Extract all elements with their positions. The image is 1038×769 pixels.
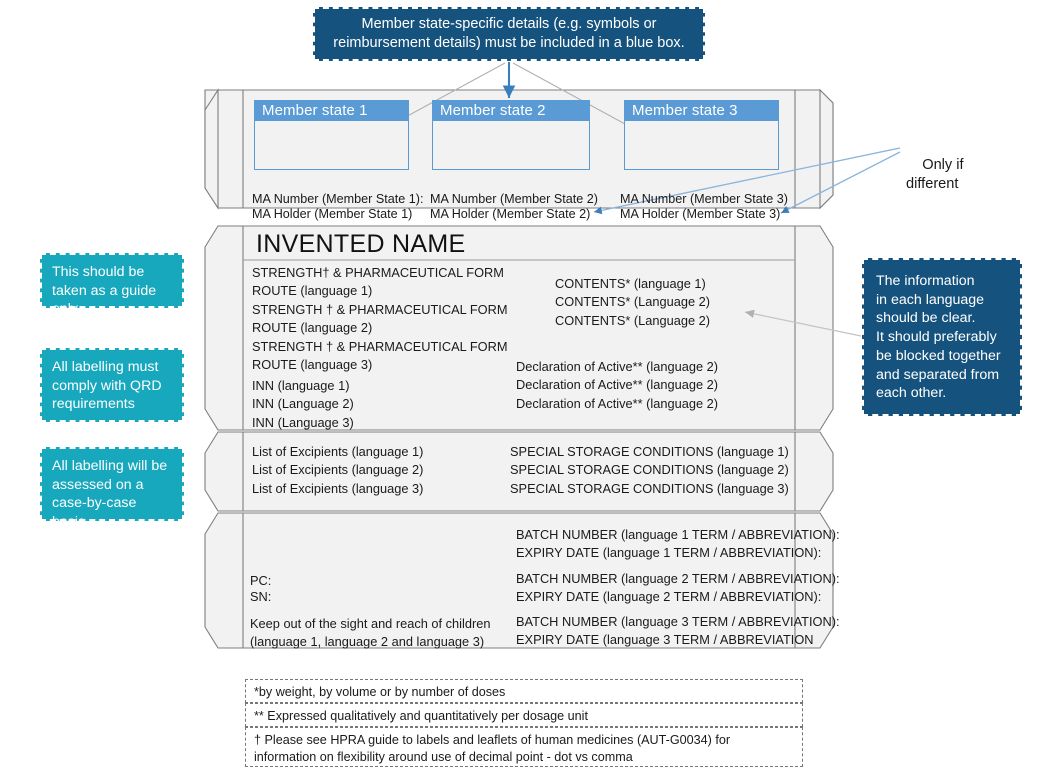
batch-expiry-block-2: BATCH NUMBER (language 2 TERM / ABBREVIA… [516, 571, 840, 605]
callout-case-by-case: All labelling will be assessed on a case… [40, 447, 184, 530]
keep-out-of-reach-block: Keep out of the sight and reach of child… [250, 616, 491, 650]
member-state-box-3: Member state 3 [624, 100, 779, 170]
inn-block: INN (language 1) INN (Language 2) INN (L… [252, 378, 354, 430]
footnote-by-weight: *by weight, by volume or by number of do… [245, 679, 803, 703]
callout-information-clarity-text: The information in each language should … [876, 273, 1001, 402]
callout-case-by-case-text: All labelling will be assessed on a case… [52, 458, 168, 531]
callout-qrd-requirements: All labelling must comply with QRD requi… [40, 348, 184, 422]
special-storage-conditions-block: SPECIAL STORAGE CONDITIONS (language 1) … [510, 444, 789, 496]
ma-number-3: MA Number (Member State 3) [620, 192, 788, 206]
strength-form-route-block: STRENGTH† & PHARMACEUTICAL FORM ROUTE (l… [252, 265, 508, 373]
declaration-of-active-block: Declaration of Active** (language 2) Dec… [516, 359, 719, 411]
ma-number-2: MA Number (Member State 2) [430, 192, 598, 206]
label-only-if-different-text: Only if different [906, 156, 964, 192]
invented-name: INVENTED NAME [256, 230, 466, 258]
footnote-hpra-guide: † Please see HPRA guide to labels and le… [245, 727, 803, 767]
callout-guide-only: This should be taken as a guide only. [40, 253, 184, 317]
label-only-if-different: Only if different [906, 137, 964, 213]
ma-holder-1: MA Holder (Member State 1) [252, 207, 413, 221]
pc-label: PC: [250, 573, 272, 588]
connector-callout-right-main [744, 309, 862, 337]
callout-member-state-details: Member state-specific details (e.g. symb… [313, 7, 705, 61]
list-of-excipients-block: List of Excipients (language 1) List of … [252, 444, 424, 496]
sn-label: SN: [250, 589, 272, 604]
connector-onlyifdifferent-ms3 [780, 151, 901, 214]
member-state-box-3-header: Member state 3 [625, 101, 778, 121]
callout-member-state-details-text: Member state-specific details (e.g. symb… [333, 15, 685, 51]
batch-expiry-block-3: BATCH NUMBER (language 3 TERM / ABBREVIA… [516, 614, 840, 648]
member-state-box-1: Member state 1 [254, 100, 409, 170]
batch-expiry-block-1: BATCH NUMBER (language 1 TERM / ABBREVIA… [516, 527, 840, 561]
member-state-box-2: Member state 2 [432, 100, 590, 170]
callout-information-clarity: The information in each language should … [862, 258, 1022, 416]
contents-block: CONTENTS* (language 1) CONTENTS* (Langua… [555, 276, 711, 328]
member-state-box-2-header: Member state 2 [433, 101, 589, 121]
callout-qrd-requirements-text: All labelling must comply with QRD requi… [52, 359, 162, 413]
ma-number-1: MA Number (Member State 1): [252, 192, 424, 206]
member-state-box-1-header: Member state 1 [255, 101, 408, 121]
footnote-expressed-qualitatively: ** Expressed qualitatively and quantitat… [245, 703, 803, 727]
ma-holder-3: MA Holder (Member State 3) [620, 207, 781, 221]
ma-holder-2: MA Holder (Member State 2) [430, 207, 591, 221]
callout-guide-only-text: This should be taken as a guide only. [52, 264, 157, 318]
